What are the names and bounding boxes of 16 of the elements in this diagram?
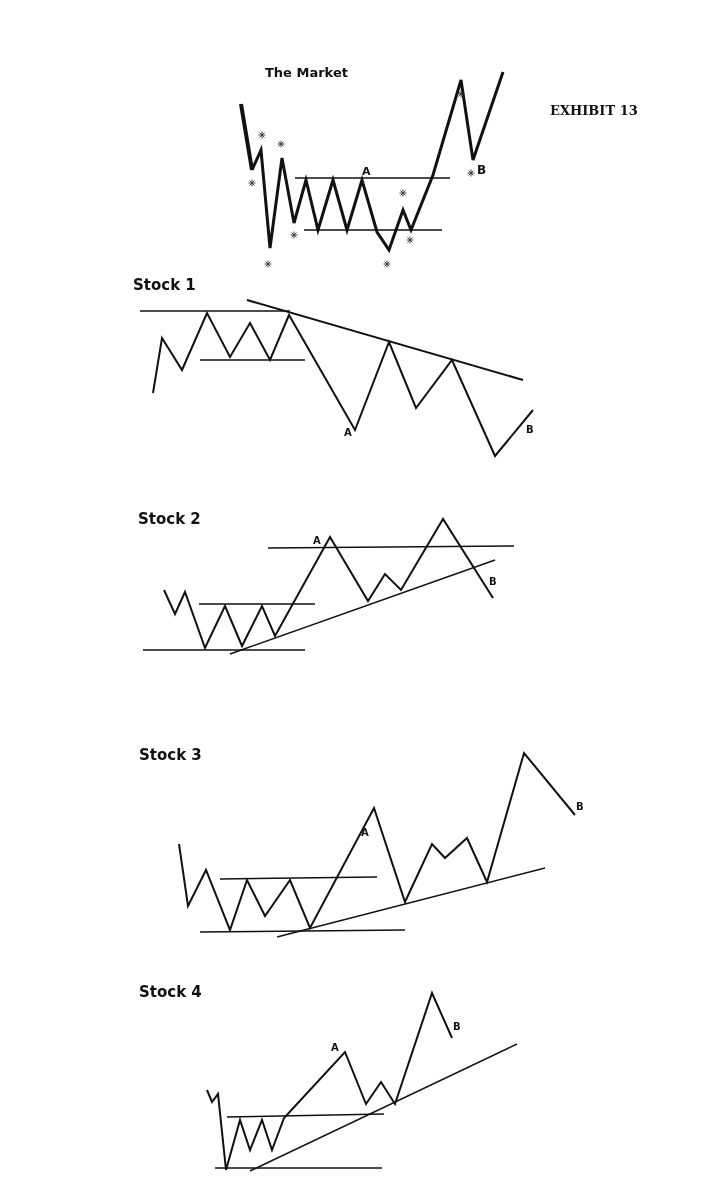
point-label: B bbox=[477, 164, 487, 176]
point-label: B bbox=[453, 1022, 461, 1032]
exhibit-label: EXHIBIT 13 bbox=[550, 104, 638, 117]
chart-title: The Market bbox=[265, 66, 348, 79]
point-label: A bbox=[361, 828, 369, 838]
chart-title: Stock 4 bbox=[139, 985, 202, 1000]
point-label: A bbox=[313, 536, 321, 546]
chart-title: Stock 3 bbox=[139, 748, 202, 763]
point-label: B bbox=[576, 802, 584, 812]
point-label: B bbox=[489, 577, 497, 587]
chart-title: Stock 1 bbox=[133, 278, 196, 293]
point-label: B bbox=[526, 425, 534, 435]
chart-title: Stock 2 bbox=[138, 512, 201, 527]
point-label: A bbox=[362, 166, 371, 177]
point-label: A bbox=[344, 428, 352, 438]
point-label: A bbox=[331, 1043, 339, 1053]
